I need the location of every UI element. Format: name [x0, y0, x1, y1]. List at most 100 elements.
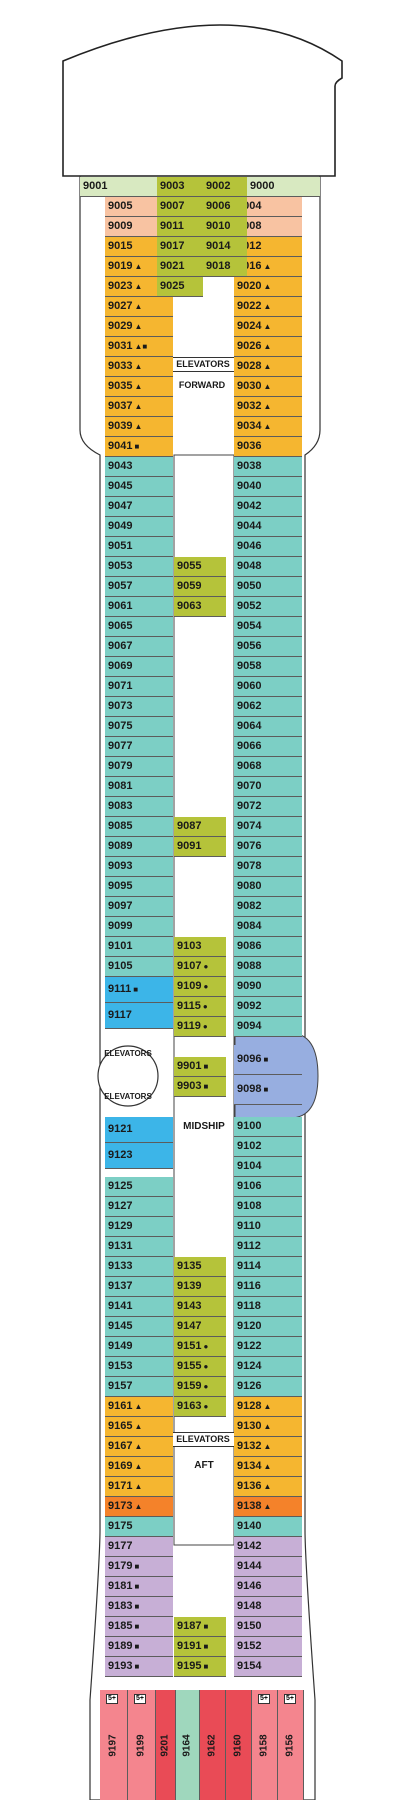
cabin-9011[interactable]: 9011 — [157, 217, 203, 237]
cabin-9110[interactable]: 9110 — [234, 1217, 302, 1237]
cabin-9064[interactable]: 9064 — [234, 717, 302, 737]
cabin-9162[interactable]: 9162 — [200, 1690, 226, 1800]
cabin-9111[interactable]: 9111■ — [105, 977, 173, 1003]
cabin-9189[interactable]: 9189■ — [105, 1637, 173, 1657]
cabin-9095[interactable]: 9095 — [105, 877, 173, 897]
cabin-9106[interactable]: 9106 — [234, 1177, 302, 1197]
cabin-9074[interactable]: 9074 — [234, 817, 302, 837]
cabin-9161[interactable]: 9161▲ — [105, 1397, 173, 1417]
cabin-9061[interactable]: 9061 — [105, 597, 173, 617]
cabin-9073[interactable]: 9073 — [105, 697, 173, 717]
cabin-9042[interactable]: 9042 — [234, 497, 302, 517]
cabin-9049[interactable]: 9049 — [105, 517, 173, 537]
cabin-9096[interactable]: 9096■ — [234, 1045, 302, 1075]
cabin-9185[interactable]: 9185■ — [105, 1617, 173, 1637]
cabin-9179[interactable]: 9179■ — [105, 1557, 173, 1577]
cabin-9065[interactable]: 9065 — [105, 617, 173, 637]
cabin-9123[interactable]: 9123 — [105, 1143, 173, 1169]
cabin-9075[interactable]: 9075 — [105, 717, 173, 737]
cabin-9048[interactable]: 9048 — [234, 557, 302, 577]
cabin-9002[interactable]: 9002 — [203, 177, 247, 197]
cabin-9156[interactable]: 9156 — [278, 1690, 304, 1800]
cabin-9071[interactable]: 9071 — [105, 677, 173, 697]
cabin-9145[interactable]: 9145 — [105, 1317, 173, 1337]
cabin-9004[interactable]: 9004 — [234, 197, 302, 217]
cabin-9098[interactable]: 9098■ — [234, 1075, 302, 1105]
cabin-9201[interactable]: 9201 — [156, 1690, 176, 1800]
cabin-9089[interactable]: 9089 — [105, 837, 173, 857]
cabin-9029[interactable]: 9029▲ — [105, 317, 173, 337]
cabin-9090[interactable]: 9090 — [234, 977, 302, 997]
cabin-9010[interactable]: 9010 — [203, 217, 247, 237]
cabin-9019[interactable]: 9019▲ — [105, 257, 173, 277]
cabin-9027[interactable]: 9027▲ — [105, 297, 173, 317]
cabin-9118[interactable]: 9118 — [234, 1297, 302, 1317]
cabin-9167[interactable]: 9167▲ — [105, 1437, 173, 1457]
cabin-9126[interactable]: 9126 — [234, 1377, 302, 1397]
cabin-9047[interactable]: 9047 — [105, 497, 173, 517]
cabin-9017[interactable]: 9017 — [157, 237, 203, 257]
cabin-9060[interactable]: 9060 — [234, 677, 302, 697]
cabin-9127[interactable]: 9127 — [105, 1197, 173, 1217]
cabin-9036[interactable]: 9036 — [234, 437, 302, 457]
cabin-9154[interactable]: 9154 — [234, 1657, 302, 1677]
cabin-9129[interactable]: 9129 — [105, 1217, 173, 1237]
cabin-9087[interactable]: 9087 — [174, 817, 226, 837]
cabin-9175[interactable]: 9175 — [105, 1517, 173, 1537]
cabin-9072[interactable]: 9072 — [234, 797, 302, 817]
cabin-9133[interactable]: 9133 — [105, 1257, 173, 1277]
cabin-9078[interactable]: 9078 — [234, 857, 302, 877]
cabin-9050[interactable]: 9050 — [234, 577, 302, 597]
cabin-9117[interactable]: 9117 — [105, 1003, 173, 1029]
cabin-9006[interactable]: 9006 — [203, 197, 247, 217]
cabin-9023[interactable]: 9023▲ — [105, 277, 173, 297]
cabin-9044[interactable]: 9044 — [234, 517, 302, 537]
cabin-9026[interactable]: 9026▲ — [234, 337, 302, 357]
cabin-9128[interactable]: 9128▲ — [234, 1397, 302, 1417]
cabin-9132[interactable]: 9132▲ — [234, 1437, 302, 1457]
cabin-9035[interactable]: 9035▲ — [105, 377, 173, 397]
cabin-9005[interactable]: 9005 — [105, 197, 173, 217]
cabin-9148[interactable]: 9148 — [234, 1597, 302, 1617]
cabin-9197[interactable]: 9197 — [100, 1690, 128, 1800]
cabin-9138[interactable]: 9138▲ — [234, 1497, 302, 1517]
cabin-9131[interactable]: 9131 — [105, 1237, 173, 1257]
cabin-9102[interactable]: 9102 — [234, 1137, 302, 1157]
cabin-9140[interactable]: 9140 — [234, 1517, 302, 1537]
cabin-9081[interactable]: 9081 — [105, 777, 173, 797]
cabin-9181[interactable]: 9181■ — [105, 1577, 173, 1597]
cabin-9054[interactable]: 9054 — [234, 617, 302, 637]
cabin-9121[interactable]: 9121 — [105, 1117, 173, 1143]
cabin-9109[interactable]: 9109● — [174, 977, 226, 997]
cabin-9183[interactable]: 9183■ — [105, 1597, 173, 1617]
cabin-9085[interactable]: 9085 — [105, 817, 173, 837]
cabin-9100[interactable]: 9100 — [234, 1117, 302, 1137]
cabin-9024[interactable]: 9024▲ — [234, 317, 302, 337]
cabin-9034[interactable]: 9034▲ — [234, 417, 302, 437]
cabin-9112[interactable]: 9112 — [234, 1237, 302, 1257]
cabin-9033[interactable]: 9033▲ — [105, 357, 173, 377]
cabin-9015[interactable]: 9015 — [105, 237, 173, 257]
cabin-9038[interactable]: 9038 — [234, 457, 302, 477]
cabin-9037[interactable]: 9037▲ — [105, 397, 173, 417]
cabin-9086[interactable]: 9086 — [234, 937, 302, 957]
cabin-9084[interactable]: 9084 — [234, 917, 302, 937]
cabin-9045[interactable]: 9045 — [105, 477, 173, 497]
cabin-9149[interactable]: 9149 — [105, 1337, 173, 1357]
cabin-9000[interactable]: 9000 — [247, 177, 320, 197]
cabin-9039[interactable]: 9039▲ — [105, 417, 173, 437]
cabin-9173[interactable]: 9173▲ — [105, 1497, 173, 1517]
cabin-9193[interactable]: 9193■ — [105, 1657, 173, 1677]
cabin-9135[interactable]: 9135 — [174, 1257, 226, 1277]
cabin-9903[interactable]: 9903■ — [174, 1077, 226, 1097]
cabin-9147[interactable]: 9147 — [174, 1317, 226, 1337]
cabin-9082[interactable]: 9082 — [234, 897, 302, 917]
cabin-9187[interactable]: 9187■ — [174, 1617, 226, 1637]
cabin-9169[interactable]: 9169▲ — [105, 1457, 173, 1477]
cabin-9120[interactable]: 9120 — [234, 1317, 302, 1337]
cabin-9040[interactable]: 9040 — [234, 477, 302, 497]
cabin-9094[interactable]: 9094 — [234, 1017, 302, 1037]
cabin-9177[interactable]: 9177 — [105, 1537, 173, 1557]
cabin-9137[interactable]: 9137 — [105, 1277, 173, 1297]
cabin-9119[interactable]: 9119● — [174, 1017, 226, 1037]
